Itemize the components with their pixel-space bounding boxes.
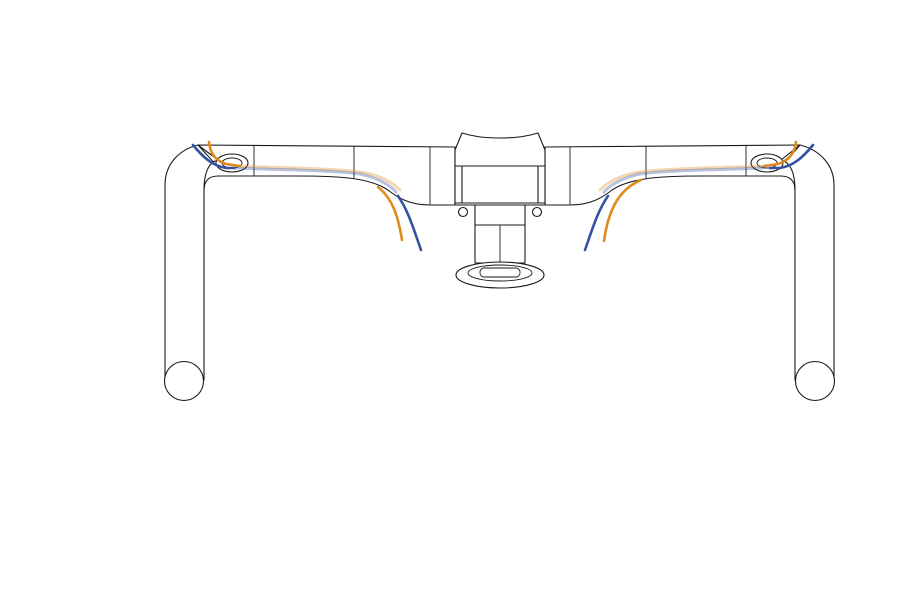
left-orange-cable-exit-top <box>207 140 242 168</box>
right-orange-cable-exit-bottom <box>602 178 643 243</box>
left-drop-end <box>163 360 205 402</box>
bolt-icon <box>457 206 469 218</box>
right-drop <box>780 144 836 402</box>
stem <box>454 132 546 289</box>
left-cables <box>191 140 423 252</box>
left-blue-cable-exit-bottom <box>396 194 423 252</box>
left-orange-cable-exit-bottom <box>376 185 404 242</box>
left-blue-cable-exit-top <box>191 143 236 170</box>
right-blue-cable-exit-bottom <box>583 194 610 252</box>
bolt-icon <box>531 206 543 218</box>
left-drop <box>163 144 219 402</box>
left-top-bar <box>197 144 456 206</box>
right-cables <box>583 140 815 252</box>
right-drop-end <box>794 360 836 402</box>
right-top-bar <box>544 144 801 206</box>
right-orange-cable-exit-top <box>762 140 798 168</box>
headset-cap <box>455 261 545 289</box>
internal-cable-routes <box>234 164 765 194</box>
right-blue-cable-exit-top <box>768 143 815 170</box>
